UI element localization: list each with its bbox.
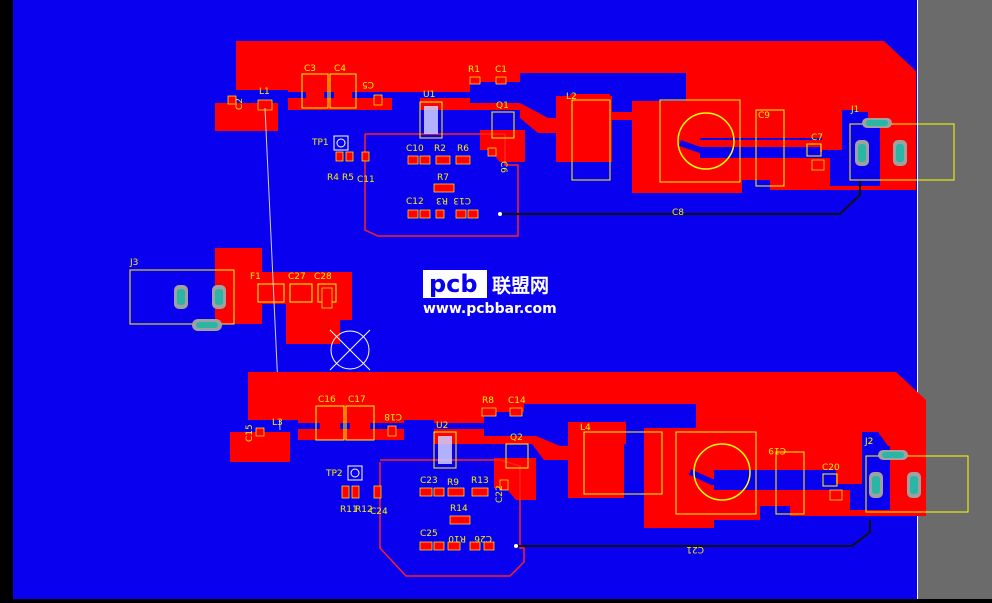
- ref-U2: U2: [436, 421, 448, 431]
- ref-C1: C1: [495, 65, 507, 75]
- ref-R7: R7: [437, 173, 449, 183]
- ref-C14: C14: [508, 396, 526, 406]
- ref-R5: R5: [342, 173, 354, 183]
- ref-C2: C2: [235, 98, 245, 110]
- watermark-logo-box: [423, 270, 487, 298]
- upper-stage-labels: L1 C2 C3 C4 C5 U1 R1 C1 Q1 L2 C9 C7 J1 T…: [235, 64, 859, 218]
- ref-Q1: Q1: [496, 101, 509, 111]
- watermark: pcb 联盟网 www.pcbbar.com: [423, 270, 557, 317]
- ref-L4: L4: [580, 423, 591, 433]
- lower-stage-silkscreen: [315, 405, 969, 515]
- ref-C15: C15: [245, 424, 255, 442]
- ref-R6: R6: [457, 144, 469, 154]
- ref-C12: C12: [406, 197, 424, 207]
- ref-C17: C17: [348, 395, 366, 405]
- ref-C21: C21: [686, 544, 704, 554]
- ref-C27: C27: [288, 272, 306, 282]
- ref-R13: R13: [471, 476, 489, 486]
- ref-C8: C8: [672, 208, 684, 218]
- ref-C19: C19: [768, 445, 786, 455]
- ref-R14: R14: [450, 504, 468, 514]
- ref-C25: C25: [420, 529, 438, 539]
- ref-C23: C23: [420, 476, 438, 486]
- ref-C18: C18: [384, 411, 402, 421]
- ref-J1: J1: [850, 105, 859, 115]
- ref-R2: R2: [434, 144, 446, 154]
- ref-C5: C5: [362, 79, 374, 89]
- ref-L2: L2: [566, 92, 577, 102]
- lower-stage-labels: C16 C17 C18 R8 C14 L3 C15 U2 Q2 L4 C19 C…: [245, 395, 873, 554]
- ref-C10: C10: [406, 144, 424, 154]
- lower-stage-outlines: [379, 459, 871, 577]
- ref-C9: C9: [758, 111, 770, 121]
- upper-stage-outlines: [364, 133, 861, 237]
- input-section-silkscreen: [129, 107, 371, 431]
- ref-R9: R9: [447, 478, 459, 488]
- watermark-url: www.pcbbar.com: [423, 301, 557, 317]
- ref-L3: L3: [272, 418, 283, 428]
- ref-R10: R10: [448, 533, 466, 543]
- watermark-logo-text: pcb: [429, 270, 478, 298]
- ref-C28: C28: [314, 272, 332, 282]
- upper-stage-copper: [215, 41, 916, 193]
- upper-stage-silkscreen: [301, 73, 955, 187]
- ref-C13: C13: [453, 195, 471, 205]
- ref-J2: J2: [864, 437, 873, 447]
- watermark-cn-text: 联盟网: [492, 275, 549, 297]
- ref-C26: C26: [474, 533, 492, 543]
- ref-R3: R3: [436, 195, 448, 205]
- ref-R11: R11: [340, 505, 358, 515]
- ref-C7: C7: [811, 133, 823, 143]
- ref-C4: C4: [334, 64, 346, 74]
- ref-R4: R4: [327, 173, 339, 183]
- input-section-labels: J3 F1 C27 C28: [129, 258, 332, 282]
- ref-R8: R8: [482, 396, 494, 406]
- lower-stage-pads: [255, 407, 921, 551]
- ref-L1: L1: [259, 87, 270, 97]
- ref-F1: F1: [250, 272, 261, 282]
- ref-J3: J3: [129, 258, 138, 268]
- ref-U1: U1: [423, 90, 435, 100]
- ref-C16: C16: [318, 395, 336, 405]
- ref-C3: C3: [304, 64, 316, 74]
- ref-C22: C22: [495, 485, 505, 503]
- ref-R1: R1: [468, 65, 480, 75]
- upper-stage-pads: [227, 76, 907, 219]
- ref-TP2: TP2: [325, 469, 343, 479]
- ref-TP1: TP1: [311, 138, 329, 148]
- ref-C20: C20: [822, 463, 840, 473]
- ref-Q2: Q2: [510, 433, 523, 443]
- ref-C11: C11: [357, 175, 375, 185]
- ref-C24: C24: [370, 507, 388, 517]
- board-edge-region: [918, 0, 992, 599]
- ref-C6: C6: [498, 161, 508, 173]
- ref-R12: R12: [355, 505, 373, 515]
- lower-stage-copper: [230, 372, 926, 528]
